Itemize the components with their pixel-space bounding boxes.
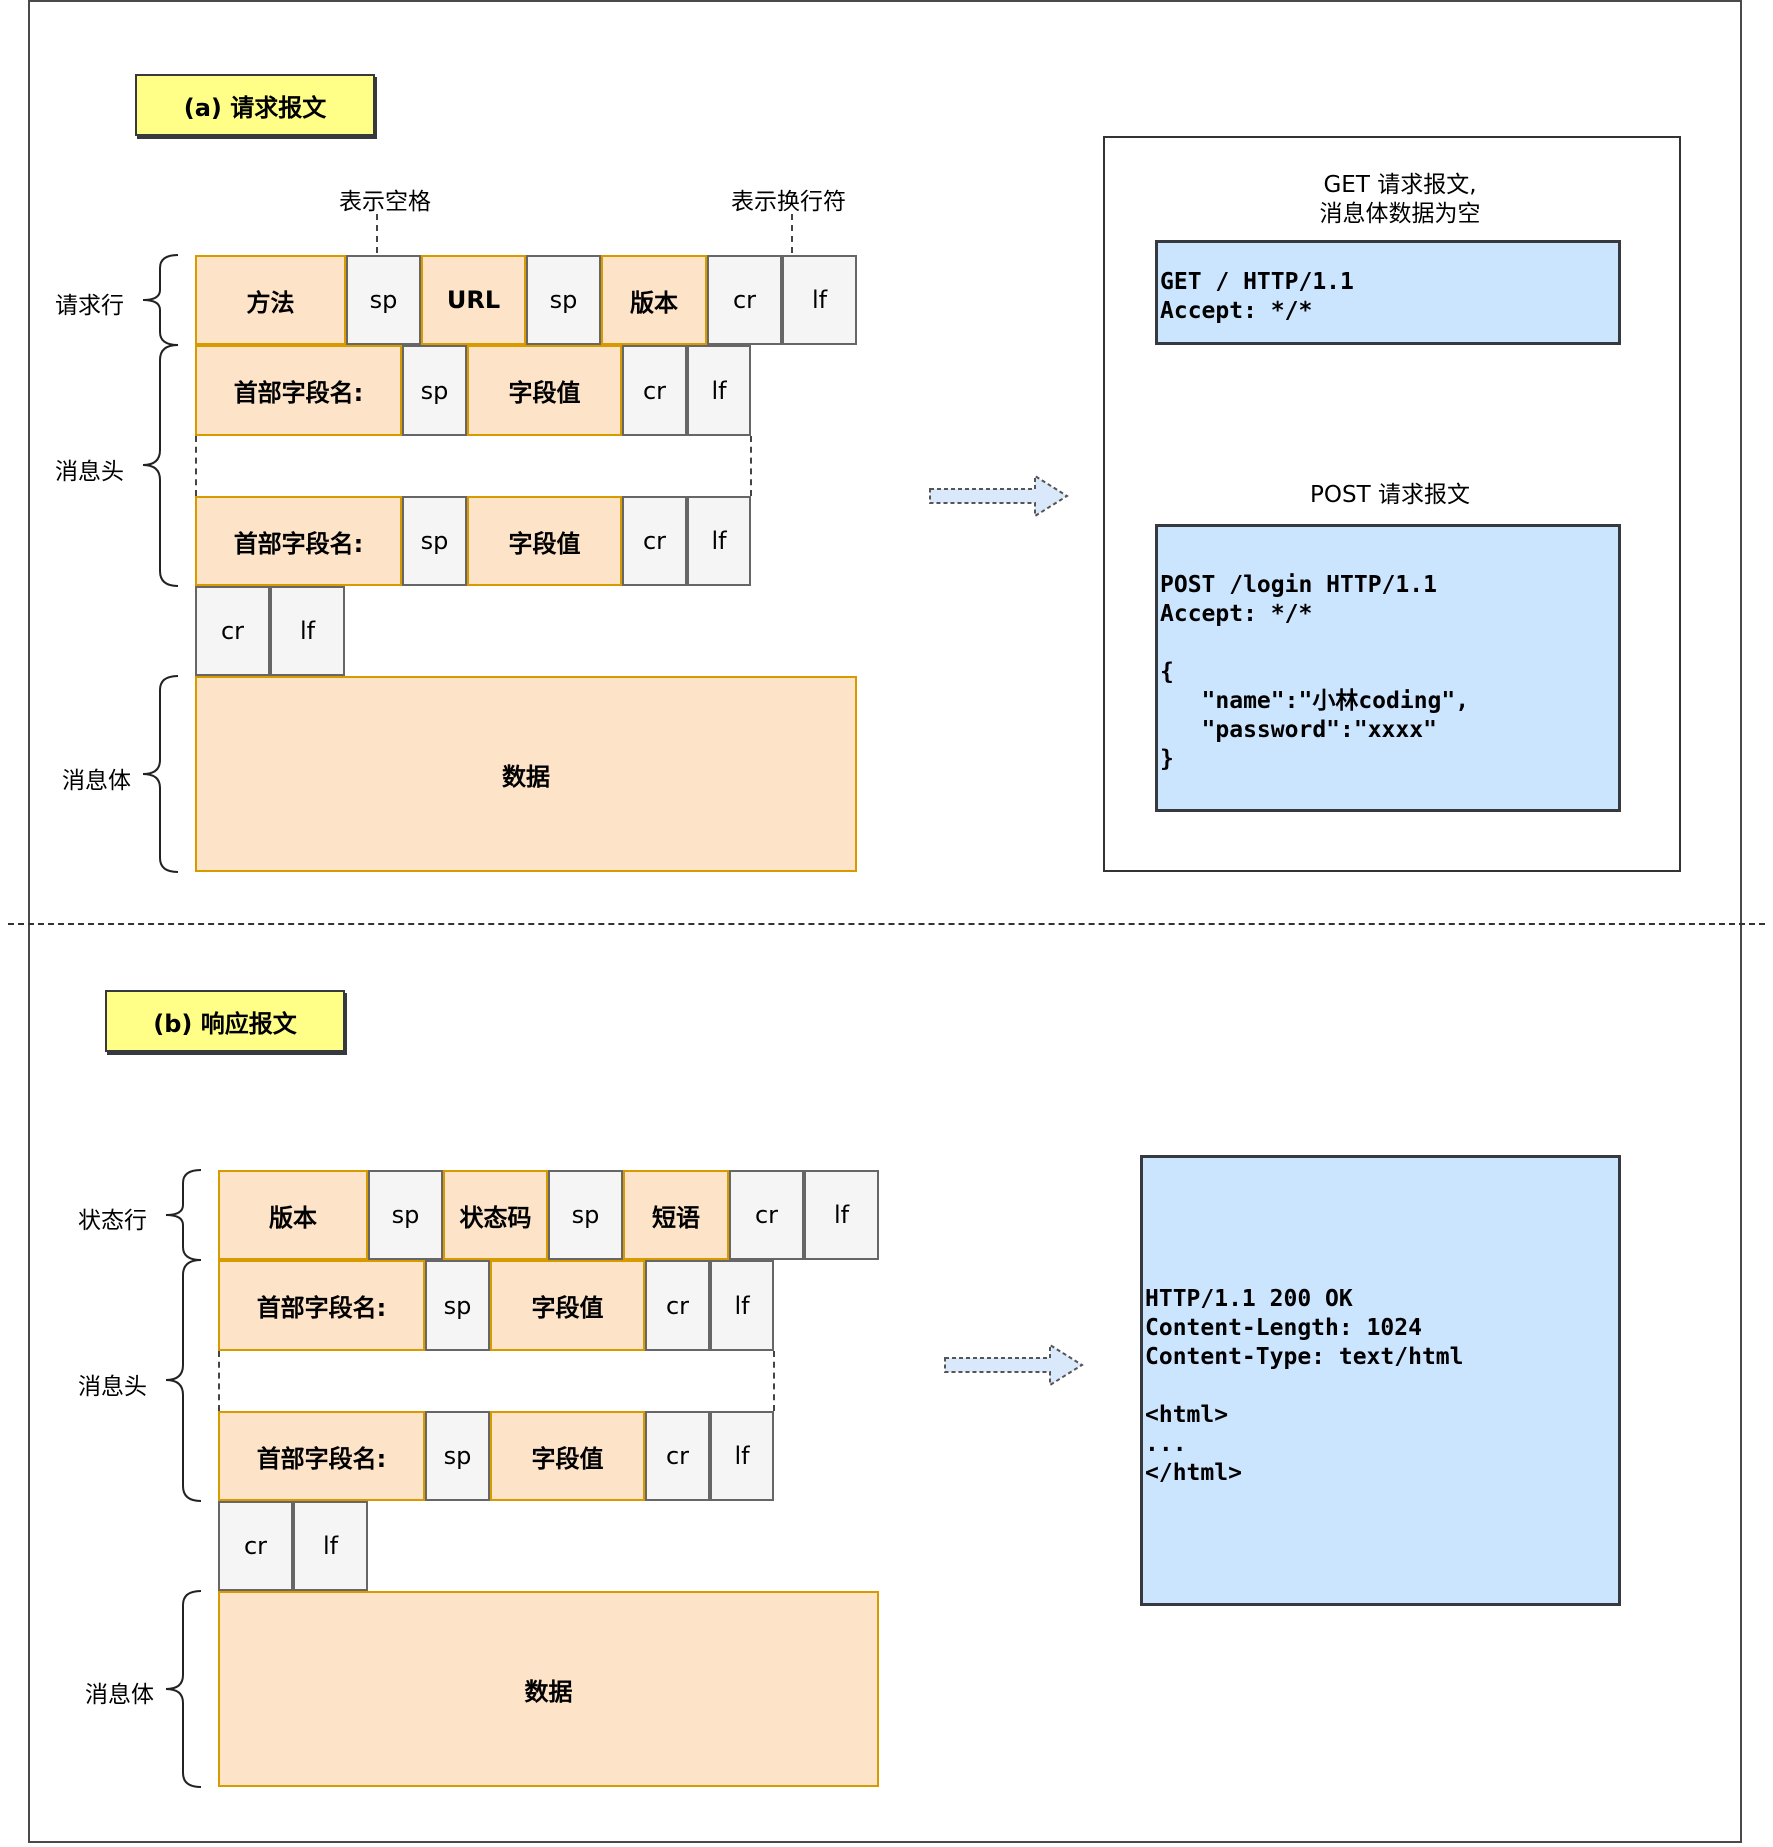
header-value-field: 字段值 bbox=[490, 1260, 645, 1351]
sp-separator: sp bbox=[425, 1411, 490, 1501]
request-body-brace bbox=[142, 675, 179, 873]
header-continuation-right bbox=[750, 436, 752, 496]
cr-separator: cr bbox=[622, 345, 687, 436]
cr-separator: cr bbox=[645, 1260, 710, 1351]
cr-separator: cr bbox=[729, 1170, 804, 1260]
newline-note: 表示换行符 bbox=[731, 189, 846, 215]
sp-separator: sp bbox=[402, 496, 467, 586]
response-title: (b) 响应报文 bbox=[105, 990, 345, 1052]
version-field: 版本 bbox=[218, 1170, 368, 1260]
body-data-field: 数据 bbox=[195, 676, 857, 872]
post-example-caption: POST 请求报文 bbox=[1310, 482, 1470, 508]
request-title: (a) 请求报文 bbox=[135, 74, 375, 136]
header-continuation-left bbox=[195, 436, 197, 496]
sp-separator: sp bbox=[425, 1260, 490, 1351]
get-example-code: GET / HTTP/1.1 Accept: */* bbox=[1155, 240, 1621, 345]
request-arrow-icon bbox=[929, 474, 1069, 518]
request-line-brace bbox=[142, 254, 179, 346]
status-code-field: 状态码 bbox=[443, 1170, 548, 1260]
space-note: 表示空格 bbox=[339, 189, 431, 215]
request-line-label: 请求行 bbox=[55, 293, 124, 319]
url-field: URL bbox=[421, 255, 526, 345]
method-field: 方法 bbox=[195, 255, 346, 345]
header-name-field: 首部字段名: bbox=[195, 345, 402, 436]
newline-note-pointer bbox=[791, 214, 793, 253]
headers-label: 消息头 bbox=[78, 1374, 147, 1400]
cr-separator: cr bbox=[645, 1411, 710, 1501]
request-headers-brace bbox=[142, 344, 179, 587]
header-name-field: 首部字段名: bbox=[218, 1411, 425, 1501]
response-headers-brace bbox=[165, 1259, 202, 1502]
body-label: 消息体 bbox=[62, 768, 131, 794]
get-example-caption: GET 请求报文, 消息体数据为空 bbox=[1319, 172, 1481, 227]
lf-separator: lf bbox=[687, 345, 751, 436]
header-value-field: 字段值 bbox=[467, 496, 622, 586]
header-continuation-left bbox=[218, 1351, 220, 1411]
sp-separator: sp bbox=[526, 255, 601, 345]
header-continuation-right bbox=[773, 1351, 775, 1411]
cr-separator: cr bbox=[622, 496, 687, 586]
post-example-code: POST /login HTTP/1.1 Accept: */* { "name… bbox=[1155, 524, 1621, 812]
lf-separator: lf bbox=[804, 1170, 879, 1260]
header-value-field: 字段值 bbox=[490, 1411, 645, 1501]
space-note-pointer bbox=[376, 214, 378, 253]
sp-separator: sp bbox=[368, 1170, 443, 1260]
lf-separator: lf bbox=[710, 1260, 774, 1351]
reason-phrase-field: 短语 bbox=[623, 1170, 729, 1260]
lf-separator: lf bbox=[270, 586, 345, 676]
headers-label: 消息头 bbox=[55, 459, 124, 485]
header-value-field: 字段值 bbox=[467, 345, 622, 436]
lf-separator: lf bbox=[293, 1501, 368, 1591]
sp-separator: sp bbox=[402, 345, 467, 436]
lf-separator: lf bbox=[782, 255, 857, 345]
response-arrow-icon bbox=[944, 1343, 1084, 1387]
status-line-label: 状态行 bbox=[78, 1208, 147, 1234]
outer-frame bbox=[28, 0, 1742, 1843]
sp-separator: sp bbox=[346, 255, 421, 345]
header-name-field: 首部字段名: bbox=[195, 496, 402, 586]
cr-separator: cr bbox=[707, 255, 782, 345]
cr-separator: cr bbox=[218, 1501, 293, 1591]
lf-separator: lf bbox=[710, 1411, 774, 1501]
cr-separator: cr bbox=[195, 586, 270, 676]
body-data-field: 数据 bbox=[218, 1591, 879, 1787]
section-divider bbox=[8, 923, 1765, 925]
response-body-brace bbox=[165, 1590, 202, 1788]
status-line-brace bbox=[165, 1169, 202, 1261]
version-field: 版本 bbox=[601, 255, 707, 345]
sp-separator: sp bbox=[548, 1170, 623, 1260]
lf-separator: lf bbox=[687, 496, 751, 586]
body-label: 消息体 bbox=[85, 1682, 154, 1708]
response-example-code: HTTP/1.1 200 OK Content-Length: 1024 Con… bbox=[1140, 1155, 1621, 1606]
header-name-field: 首部字段名: bbox=[218, 1260, 425, 1351]
